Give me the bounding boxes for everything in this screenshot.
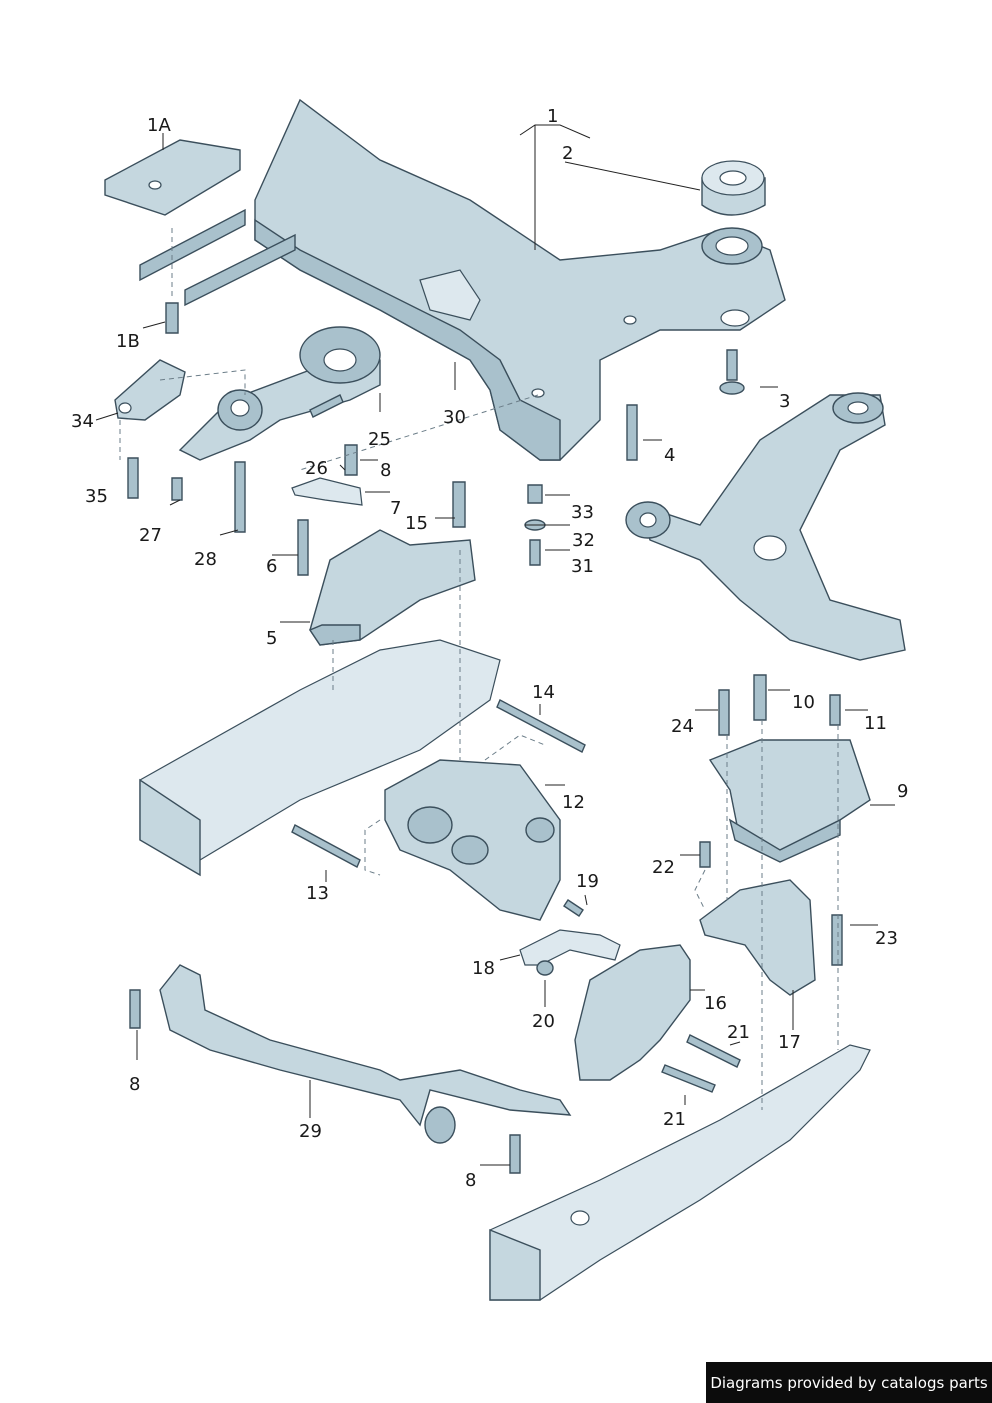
- callout-24: 24: [671, 716, 694, 737]
- control-arm: [625, 392, 906, 661]
- callout-1b: 1B: [116, 331, 140, 352]
- callout-1: 1: [547, 106, 559, 127]
- callout-19: 19: [576, 871, 599, 892]
- leader-lines: [95, 124, 895, 1166]
- callout-17: 17: [778, 1032, 801, 1053]
- callout-25: 25: [368, 429, 391, 450]
- subframe: [254, 98, 786, 461]
- callout-1a: 1A: [147, 115, 171, 136]
- callout-28: 28: [194, 549, 217, 570]
- left-longitudinal-member: [139, 639, 501, 877]
- torque-support: [178, 326, 381, 461]
- callout-16: 16: [704, 993, 727, 1014]
- rubber-bushing: [701, 160, 766, 216]
- callout-7: 7: [390, 498, 402, 519]
- bracket-34: [114, 359, 186, 421]
- callout-9: 9: [897, 781, 909, 802]
- bracket-16: [574, 944, 691, 1081]
- callout-8-left: 8: [129, 1074, 141, 1095]
- callout-21-upper: 21: [727, 1022, 750, 1043]
- callout-21-lower: 21: [663, 1109, 686, 1130]
- callout-30: 30: [443, 407, 466, 428]
- callout-15: 15: [405, 513, 428, 534]
- callout-20: 20: [532, 1011, 555, 1032]
- callout-6: 6: [266, 556, 278, 577]
- bracket-7: [291, 477, 363, 506]
- front-crossmember-29: [159, 964, 572, 1144]
- callout-11: 11: [864, 713, 887, 734]
- plate-1a: [104, 139, 296, 307]
- callout-33: 33: [571, 502, 594, 523]
- pendulum-support: [519, 929, 621, 966]
- callout-13: 13: [306, 883, 329, 904]
- callout-8-upper: 8: [380, 460, 392, 481]
- gearbox-bracket-12: [384, 759, 561, 921]
- right-longitudinal-member: [489, 1044, 871, 1301]
- callout-18: 18: [472, 958, 495, 979]
- callout-22: 22: [652, 857, 675, 878]
- callout-26: 26: [305, 458, 328, 479]
- callout-27: 27: [139, 525, 162, 546]
- callout-8-lower: 8: [465, 1170, 477, 1191]
- callout-14: 14: [532, 682, 555, 703]
- callout-3: 3: [779, 391, 791, 412]
- callout-2: 2: [562, 143, 574, 164]
- callout-31: 31: [571, 556, 594, 577]
- bolts: [127, 302, 843, 1174]
- callout-12: 12: [562, 792, 585, 813]
- engine-mount-5: [308, 529, 476, 646]
- engine-mount-9: [708, 739, 871, 863]
- callout-35: 35: [85, 486, 108, 507]
- assembly-lines: [119, 228, 839, 1110]
- callout-10: 10: [792, 692, 815, 713]
- callout-5: 5: [266, 628, 278, 649]
- callout-34: 34: [71, 411, 94, 432]
- bracket-17: [699, 879, 816, 996]
- credit-banner: Diagrams provided by catalogs parts: [706, 1362, 992, 1403]
- callout-4: 4: [664, 445, 676, 466]
- callout-29: 29: [299, 1121, 322, 1142]
- callout-32: 32: [572, 530, 595, 551]
- callout-23: 23: [875, 928, 898, 949]
